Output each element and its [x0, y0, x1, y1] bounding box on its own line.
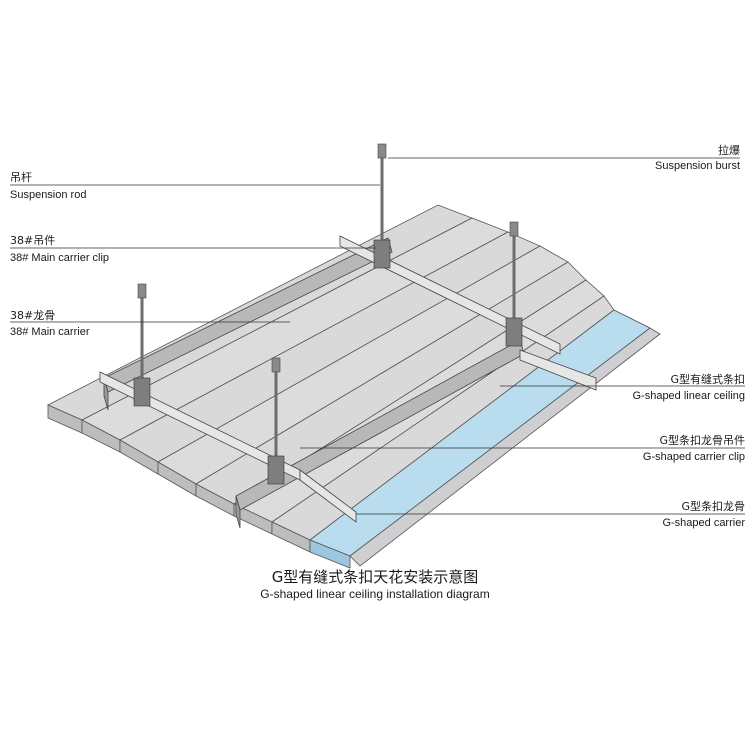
- label-main-carrier-en: 38# Main carrier: [10, 326, 90, 338]
- caption-zh: G型有缝式条扣天花安装示意图: [271, 568, 479, 586]
- g-carrier: [339, 235, 561, 355]
- label-linear-ceiling-en: G-shaped linear ceiling: [632, 390, 745, 402]
- main-carrier-clip: [505, 317, 523, 347]
- main-carrier-clip: [373, 239, 391, 269]
- label-g-carrier-en: G-shaped carrier: [662, 517, 745, 529]
- g-carrier: [519, 349, 597, 391]
- main-carrier-clip: [133, 377, 151, 407]
- rod-bursts: [137, 143, 519, 373]
- label-g-carrier-zh: G型条扣龙骨: [681, 500, 745, 513]
- label-carrier-clip-zh: G型条扣龙骨吊件: [659, 434, 745, 447]
- label-suspension-rod-en: Suspension rod: [10, 189, 87, 201]
- suspension-burst: [137, 283, 147, 299]
- main-carrier: [235, 495, 241, 529]
- linear-ceiling-strip-edge: [309, 539, 351, 569]
- caption-en: G-shaped linear ceiling installation dia…: [260, 587, 490, 601]
- main-carrier-clip: [267, 455, 285, 485]
- carrier-clips: [133, 239, 523, 485]
- main-carrier: [103, 377, 109, 411]
- g-carrier: [299, 469, 357, 523]
- label-main-carrier-zh: 38#龙骨: [10, 309, 56, 322]
- label-suspension-burst-zh: 拉爆: [718, 144, 740, 157]
- label-suspension-burst-en: Suspension burst: [655, 160, 740, 172]
- suspension-burst: [271, 357, 281, 373]
- main-carriers: [103, 237, 525, 529]
- label-linear-ceiling-zh: G型有缝式条扣: [670, 373, 745, 386]
- label-main-carrier-clip-zh: 38#吊件: [10, 234, 56, 247]
- suspension-burst: [509, 221, 519, 237]
- label-carrier-clip-en: G-shaped carrier clip: [642, 451, 745, 463]
- g-carrier-bottom: [349, 327, 661, 567]
- label-main-carrier-clip-en: 38# Main carrier clip: [10, 252, 110, 264]
- label-suspension-rod-zh: 吊杆: [10, 171, 32, 184]
- suspension-burst: [377, 143, 387, 159]
- leader-lines: [10, 157, 745, 515]
